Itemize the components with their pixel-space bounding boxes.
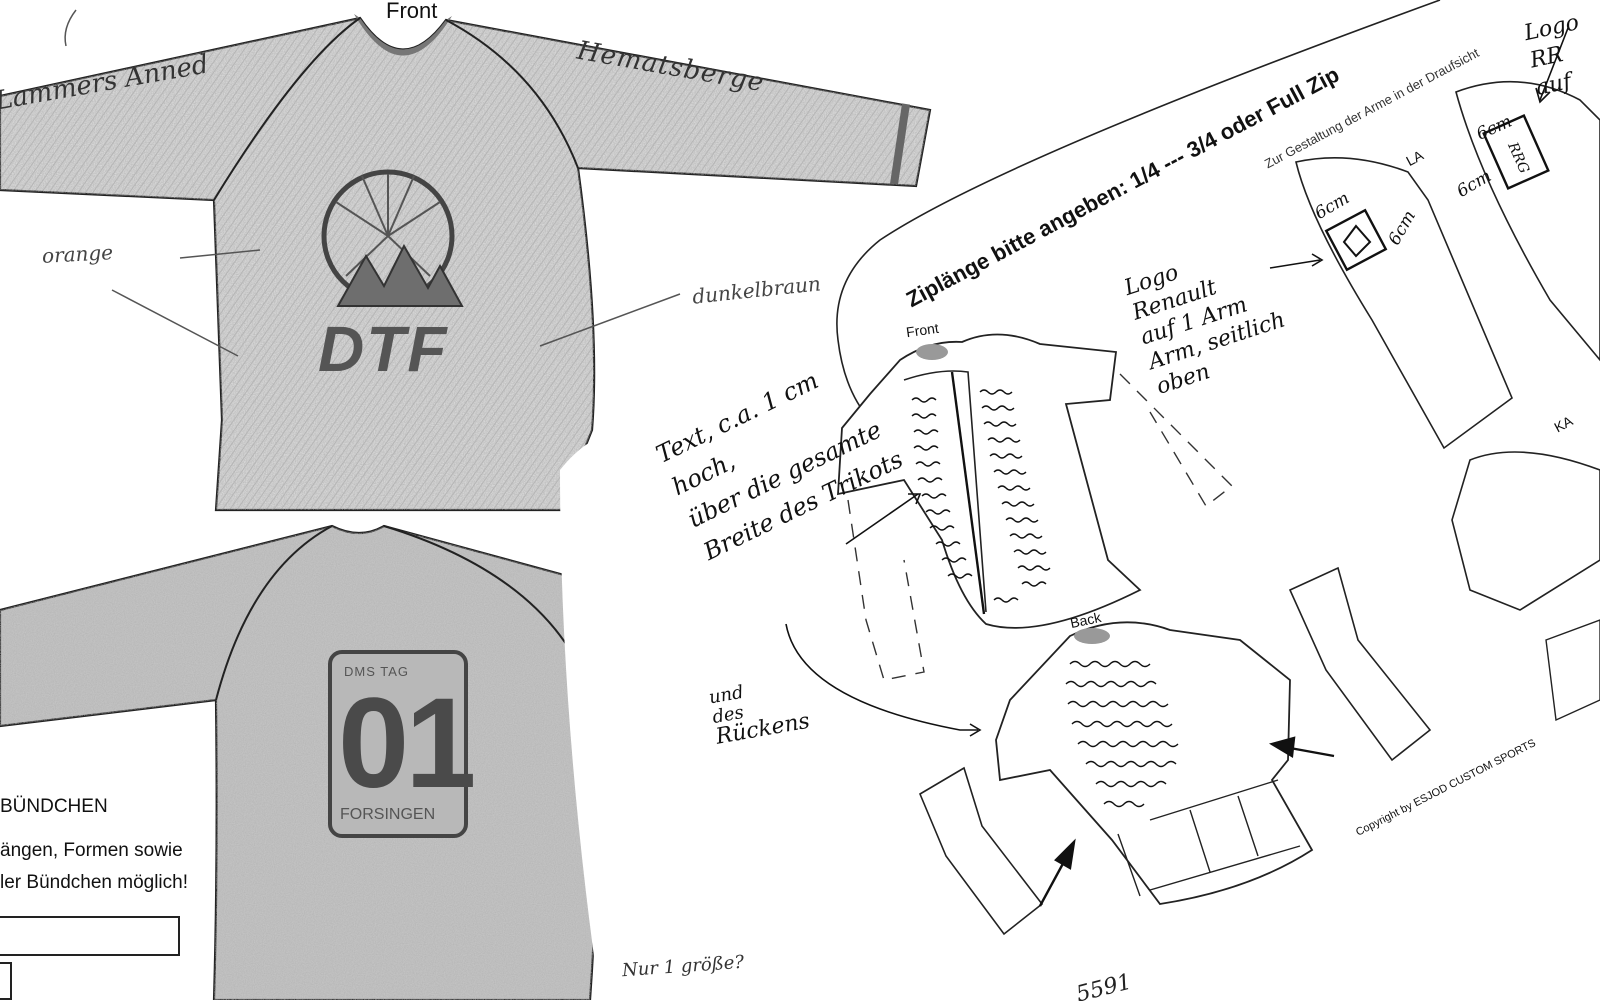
front-jersey-template — [837, 333, 1234, 681]
cuff-section-line-1: ängen, Formen sowie — [0, 840, 183, 861]
sleeve-logo-box — [1324, 208, 1388, 272]
color-note-orange: orange — [41, 240, 114, 268]
back-jersey-template — [995, 621, 1314, 905]
sleeve-pattern-la — [1295, 156, 1513, 450]
patch-bottom-text: FORSINGEN — [340, 806, 436, 823]
template-sheet — [785, 0, 1600, 936]
patch-top-text: DMS TAG — [344, 664, 410, 679]
sleeve-pattern-ka — [1451, 451, 1600, 611]
back-jersey-sketch — [0, 524, 702, 1000]
front-logo-text: DTF — [318, 313, 449, 385]
cuff-section-heading: BÜNDCHEN — [0, 796, 108, 817]
sleeve-logo-box-upper — [1482, 114, 1550, 190]
back-number-patch — [328, 650, 468, 838]
cuff-text-field[interactable] — [0, 916, 180, 956]
front-jersey-sketch — [0, 9, 932, 512]
mountains-icon — [336, 243, 464, 307]
cuff-section-line-2: ler Bündchen möglich! — [0, 872, 188, 893]
arrow-icon — [1038, 736, 1335, 907]
front-view-label: Front — [386, 0, 438, 23]
diamond-icon — [1342, 224, 1372, 258]
patch-number: 01 — [338, 672, 476, 815]
cuff-checkbox[interactable] — [0, 962, 12, 1000]
